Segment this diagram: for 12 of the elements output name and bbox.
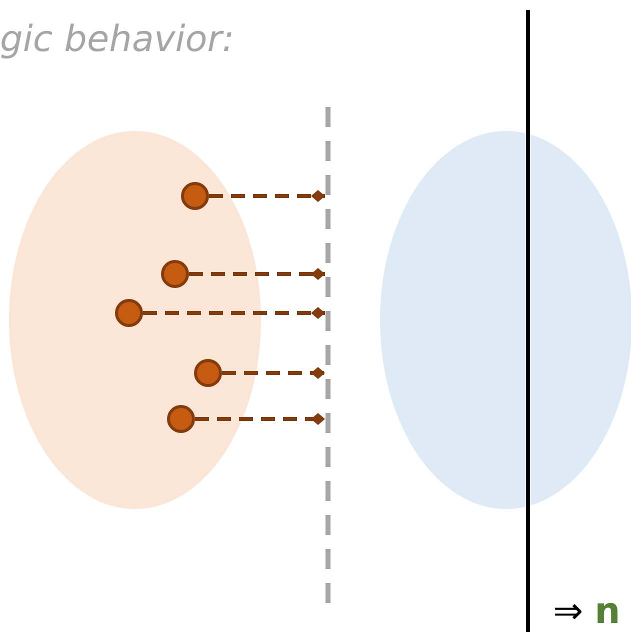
heading-text: gic behavior:: [0, 22, 234, 58]
dashed-connector: [209, 190, 325, 202]
dashed-connector: [143, 307, 325, 319]
particle-dot: [194, 359, 222, 387]
particle-dot: [181, 182, 209, 210]
dashed-connector: [189, 268, 325, 280]
dashed-connector: [222, 367, 325, 379]
dashed-connector: [195, 413, 325, 425]
result-text: ⇒ n: [553, 594, 620, 630]
particle-dot: [161, 260, 189, 288]
particle-dot: [167, 405, 195, 433]
particle-dot: [115, 299, 143, 327]
